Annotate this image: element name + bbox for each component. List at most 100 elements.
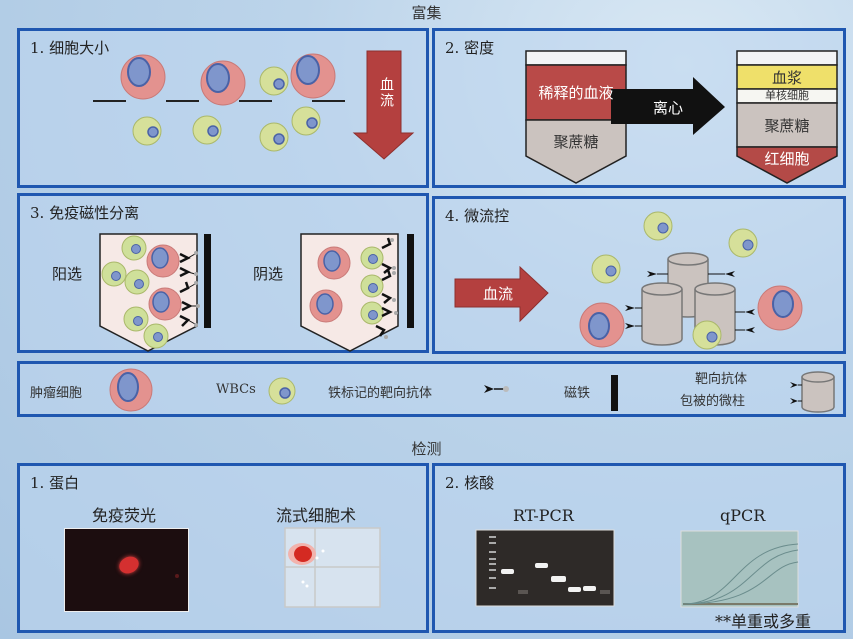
- wbc-cell: [121, 235, 147, 261]
- flow-label-vertical: 血流: [378, 77, 394, 109]
- wbc-cell: [360, 274, 384, 298]
- legend-antibody-icon: [484, 385, 509, 393]
- tumor-cell: [120, 54, 166, 100]
- micropillar: [641, 282, 683, 346]
- wbc-cell: [192, 115, 222, 145]
- rbc-label: 红细胞: [764, 150, 810, 168]
- legend-panel: 肿瘤细胞 WBCs 铁标记的靶向抗体 磁铁 靶向抗体 包被的微柱: [17, 361, 846, 417]
- nucleic-acid-images: [475, 529, 799, 608]
- magnet-positive: [204, 234, 211, 328]
- panel-protein: 1. 蛋白 免疫荧光 流式细胞术: [17, 463, 429, 633]
- magnet-negative: [407, 234, 414, 328]
- flow-cytometry-label: 流式细胞术: [276, 506, 357, 525]
- panel-density: 2. 密度 稀释的血液 聚蔗糖 离心 血浆 单核细胞 聚蔗糖 红细胞: [432, 28, 846, 188]
- fluorescent-speck: [175, 574, 179, 578]
- pillar-antibodies: [625, 271, 755, 333]
- multiplex-note: **单重或多重: [715, 612, 812, 631]
- tube-after: [736, 50, 838, 184]
- wbc-cell: [360, 246, 384, 270]
- wbc-cell: [643, 211, 673, 241]
- legend-micropillar-label-1: 靶向抗体: [695, 372, 748, 387]
- qpcr-curves: [682, 543, 799, 605]
- wbc-cell: [591, 254, 621, 284]
- gel-band-faint: [518, 590, 528, 594]
- antibodies-negative: [375, 237, 398, 339]
- wbc-cell: [101, 261, 127, 287]
- legend-tumor-cell-label: 肿瘤细胞: [30, 386, 83, 401]
- gel-bands: [501, 563, 596, 592]
- legend-magnet-icon: [611, 375, 618, 411]
- wbc-cell: [291, 106, 321, 136]
- positive-selection-label: 阳选: [52, 265, 83, 283]
- wbc-cell: [360, 301, 384, 325]
- panel-nucleic-acid-label: 2. 核酸: [445, 474, 495, 492]
- gel-faint-bands: [518, 590, 610, 594]
- panel-nucleic-acid: 2. 核酸 RT-PCR qPCR **单重或多重: [432, 463, 846, 633]
- tumor-cell: [309, 289, 343, 323]
- qpcr-label: qPCR: [720, 506, 766, 525]
- ficoll-label-after: 聚蔗糖: [764, 117, 810, 135]
- gel-band: [535, 563, 548, 568]
- flow-arrow-right: [454, 265, 549, 323]
- legend-magnet-label: 磁铁: [564, 386, 591, 401]
- qpcr-curve: [682, 543, 799, 605]
- panel-microfluidics-label: 4. 微流控: [445, 207, 510, 225]
- mononuclear-label: 单核细胞: [765, 89, 809, 102]
- tumor-cell: [146, 244, 180, 278]
- microfluidics-diagram: [454, 211, 803, 350]
- flow-population-core: [294, 546, 312, 562]
- antibodies-positive: [179, 251, 200, 327]
- gel-band-faint: [600, 590, 610, 594]
- plasma-label: 血浆: [771, 69, 802, 87]
- flow-event: [315, 556, 319, 560]
- panel-cell-size: 1. 细胞大小: [17, 28, 429, 188]
- gel-band: [568, 587, 581, 592]
- tumor-cell: [579, 302, 625, 348]
- legend-micropillar-icon: [790, 371, 835, 413]
- cell-size-diagram: [93, 50, 415, 160]
- detection-title: 检测: [411, 440, 442, 458]
- flow-label-horizontal: 血流: [483, 285, 514, 303]
- flow-arrow-down: [352, 50, 415, 160]
- wbc-cell: [728, 228, 758, 258]
- panel-density-label: 2. 密度: [445, 39, 495, 57]
- tumor-cell: [148, 287, 182, 321]
- wbc-cell: [259, 122, 289, 152]
- ficoll-label-before: 聚蔗糖: [553, 133, 599, 151]
- tumor-cell: [757, 285, 803, 331]
- wbc-cell: [124, 269, 150, 295]
- immunofluorescence-label: 免疫荧光: [92, 506, 157, 525]
- legend-icons: [109, 368, 835, 413]
- panel-microfluidics: 4. 微流控 血流: [432, 196, 846, 354]
- panel-immunomagnetic: 3. 免疫磁性分离 阳选 阴选: [17, 193, 429, 353]
- negative-selection-label: 阴选: [253, 265, 284, 283]
- qpcr-curve: [682, 561, 799, 605]
- legend-tumor-cell-icon: [109, 368, 153, 412]
- wbc-cell: [132, 116, 162, 146]
- wbc-cell: [259, 66, 289, 96]
- legend-wbc-icon: [268, 377, 296, 405]
- flow-event: [321, 549, 325, 553]
- wbc-cell: [123, 306, 149, 332]
- immunomagnetic-diagram: [99, 233, 414, 352]
- gel-band: [551, 576, 566, 582]
- wbc-cell: [692, 320, 722, 350]
- rtpcr-label: RT-PCR: [513, 506, 574, 525]
- flow-event: [301, 580, 305, 584]
- gel-ladder: [489, 536, 496, 589]
- gel-band: [501, 569, 514, 574]
- legend-antibody-label: 铁标记的靶向抗体: [328, 386, 433, 401]
- tumor-cell: [317, 246, 351, 280]
- immunofluorescence-image: [64, 528, 189, 612]
- flow-event: [305, 584, 309, 588]
- diluted-blood-label: 稀释的血液: [538, 84, 614, 102]
- wbc-cell: [143, 323, 169, 349]
- qpcr-image: [680, 530, 799, 608]
- flow-cytometry-plot: [284, 527, 381, 608]
- negative-container: [300, 233, 399, 352]
- legend-micropillar-label-2: 包被的微柱: [680, 394, 746, 409]
- enrichment-title: 富集: [411, 4, 442, 22]
- tube-before: [525, 50, 627, 184]
- tumor-cell: [290, 53, 336, 99]
- density-diagram: [525, 50, 838, 184]
